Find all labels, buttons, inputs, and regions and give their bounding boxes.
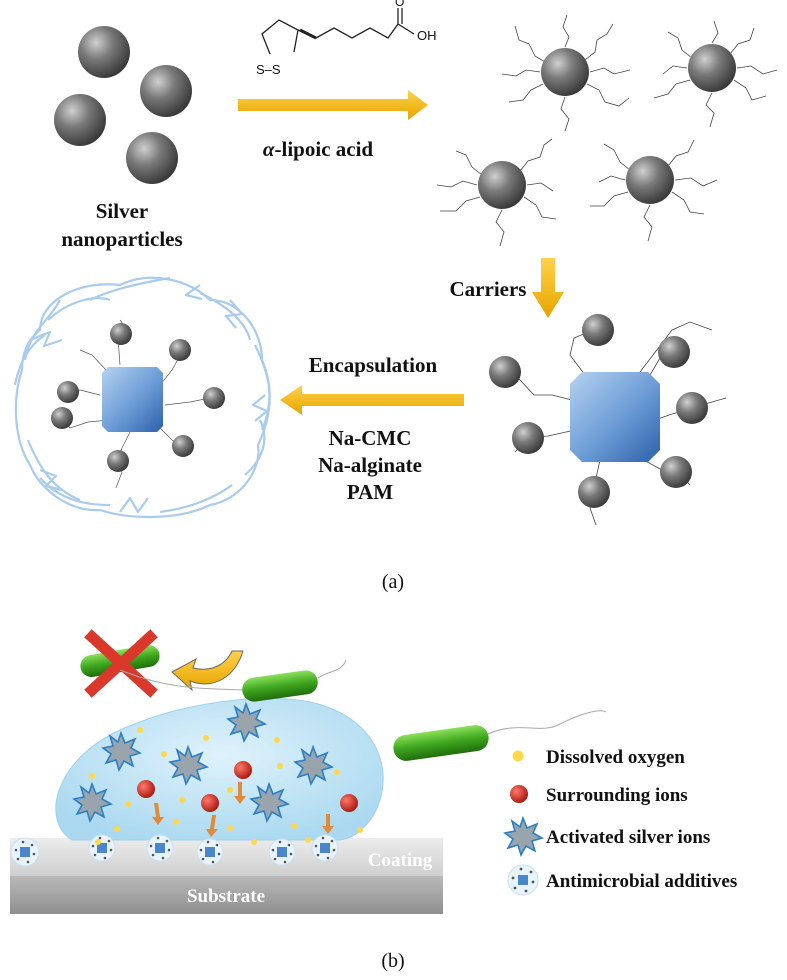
caption-a: (a) [382, 571, 404, 593]
arrow-right-lipoic [238, 90, 428, 120]
substrate-label: Substrate [187, 886, 265, 907]
carrier-with-nanoparticles [489, 314, 727, 526]
polymer-network [13, 276, 271, 519]
dead-bacterium [80, 629, 160, 698]
free-bacterium [393, 710, 607, 761]
substrate-layer [10, 876, 443, 914]
silver-nanoparticle [78, 26, 130, 78]
encapsulated-carrier [13, 276, 271, 519]
coating-label: Coating [368, 850, 433, 871]
functionalized-np [501, 14, 631, 132]
silver-label-line1: Silver [96, 199, 149, 223]
reagent-suffix: -lipoic acid [275, 137, 374, 161]
functionalized-np-group [436, 14, 778, 247]
polymer-label-3: PAM [347, 480, 393, 504]
functionalized-np [653, 20, 778, 128]
silver-nanoparticle [126, 132, 178, 184]
approaching-bacterium [119, 659, 347, 702]
carriers-label: Carriers [450, 277, 527, 301]
polymer-label-2: Na-alginate [318, 453, 422, 477]
legend-silver-symbol [503, 815, 545, 858]
ion-with-arrow [137, 780, 164, 825]
panel-b: Substrate Coating [10, 629, 737, 972]
lipoic-acid-structure [261, 8, 415, 55]
polymer-label-1: Na-CMC [329, 426, 412, 450]
ion-with-arrow [322, 794, 358, 834]
molecule-oh-label: OH [417, 28, 437, 43]
curved-arrow-icon [171, 650, 244, 692]
legend-oxygen-symbol [512, 750, 524, 762]
caption-b: (b) [381, 950, 404, 972]
ion-with-arrow [201, 794, 219, 837]
ion-with-arrow [234, 761, 252, 804]
legend-label-oxygen: Dissolved oxygen [546, 747, 685, 768]
dissolved-oxygen-dots [89, 727, 363, 845]
encapsulated-cube [102, 367, 163, 432]
silver-nanoparticles-cluster [54, 26, 192, 184]
cross-mark-icon [84, 629, 158, 698]
molecule-ss-label: S–S [256, 62, 281, 77]
encapsulation-label: Encapsulation [309, 353, 438, 377]
legend-additive-symbol [507, 864, 539, 896]
silver-label-line2: nanoparticles [61, 227, 182, 251]
reagent-prefix: α [263, 137, 275, 161]
arrow-left-encapsulation [280, 385, 464, 415]
panel-a: Silver nanoparticles S–S OH O α-lipoic a… [13, 0, 778, 593]
activated-silver-ions-in-droplet [72, 701, 335, 824]
legend-label-ions: Surrounding ions [546, 785, 688, 806]
reagent-label: α-lipoic acid [263, 137, 374, 161]
functionalized-np [436, 138, 557, 247]
legend: Dissolved oxygen Surrounding ions Activa… [503, 747, 737, 896]
legend-label-additive: Antimicrobial additives [546, 871, 737, 892]
silver-nanoparticle [54, 94, 106, 146]
molecule-o-label: O [395, 0, 404, 9]
coating-layer [10, 838, 443, 876]
carrier-cube [570, 372, 660, 462]
functionalized-np [590, 139, 718, 242]
silver-nanoparticle [140, 65, 192, 117]
arrow-down-carriers [532, 258, 564, 318]
liquid-droplet [55, 697, 384, 841]
surrounding-ions-in-droplet [137, 761, 358, 837]
legend-label-silver: Activated silver ions [546, 827, 710, 848]
legend-ion-symbol [510, 785, 528, 803]
